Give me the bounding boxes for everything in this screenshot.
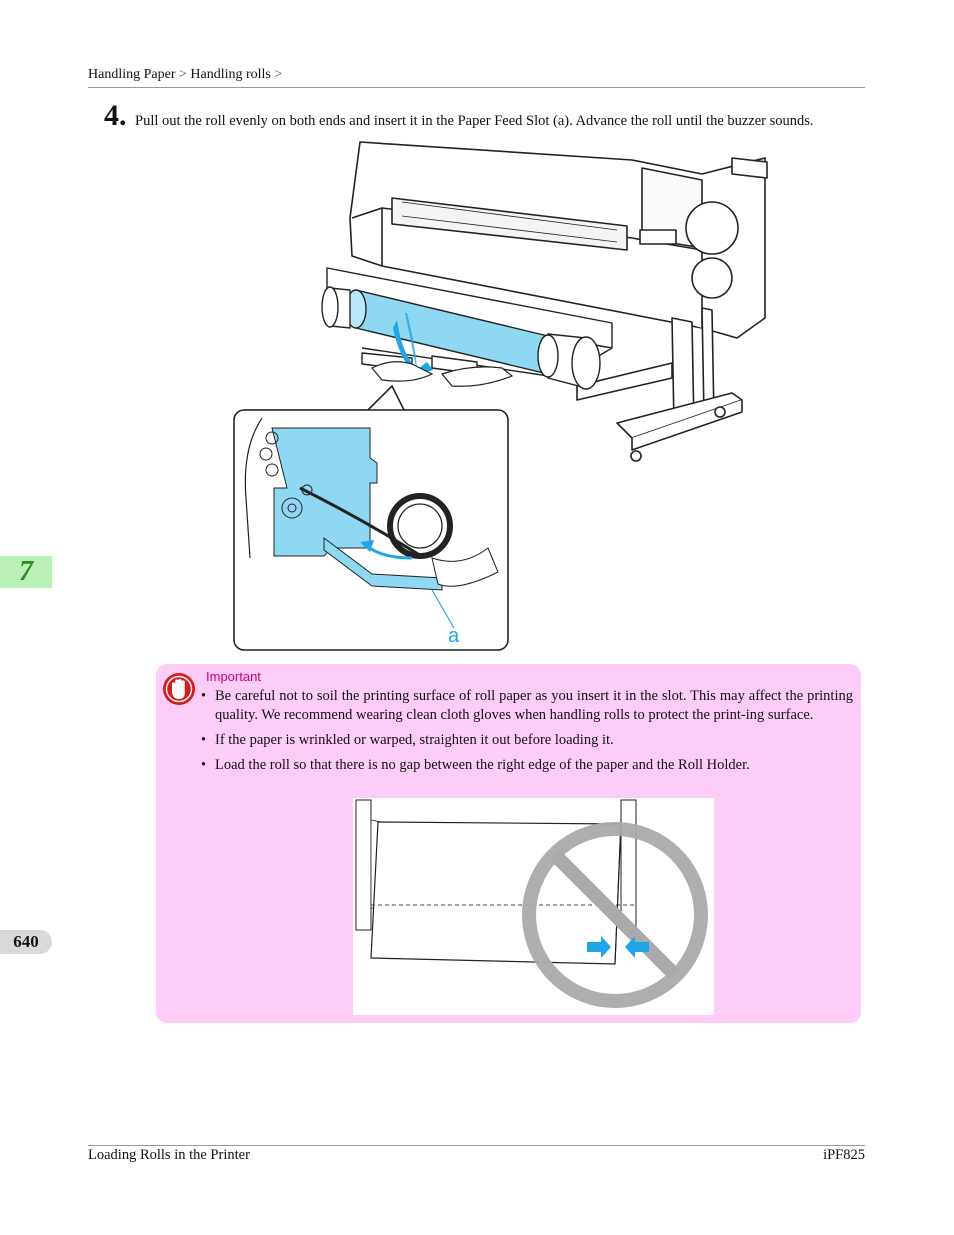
incorrect-roll-alignment-illustration xyxy=(353,798,714,1015)
paper-roll xyxy=(321,286,601,390)
hands xyxy=(371,361,514,387)
breadcrumb-item-handling-paper[interactable]: Handling Paper xyxy=(88,67,176,82)
breadcrumb: Handling Paper > Handling rolls > xyxy=(88,67,282,83)
bullet-dot: • xyxy=(201,732,207,748)
hand-stop-icon xyxy=(163,673,195,705)
printer-body xyxy=(349,141,768,339)
bullet-text: If the paper is wrinkled or warped, stra… xyxy=(215,732,614,748)
footer-divider xyxy=(88,1145,865,1146)
printer-stand xyxy=(576,307,743,462)
breadcrumb-separator: > xyxy=(178,67,187,82)
step-number: 4. xyxy=(104,99,127,132)
breadcrumb-item-handling-rolls[interactable]: Handling rolls xyxy=(190,67,271,82)
arrow-left-icon xyxy=(625,936,649,958)
chapter-tab[interactable]: 7 xyxy=(0,556,52,588)
list-item: • Be careful not to soil the printing su… xyxy=(201,687,853,725)
footer-model-name: iPF825 xyxy=(823,1147,865,1163)
footer-section-title: Loading Rolls in the Printer xyxy=(88,1147,250,1163)
chapter-number: 7 xyxy=(19,556,33,587)
feed-slot-callout-label: a xyxy=(448,625,460,647)
header-divider xyxy=(88,87,865,88)
step-instruction: Pull out the roll evenly on both ends an… xyxy=(135,113,814,129)
bullet-text: Load the roll so that there is no gap be… xyxy=(215,757,750,773)
bullet-dot: • xyxy=(201,688,207,704)
prohibited-icon xyxy=(522,822,708,1008)
page-number: 640 xyxy=(13,932,39,951)
bullet-dot: • xyxy=(201,757,207,773)
printer-roll-loading-illustration: a xyxy=(233,141,768,651)
page-number-tab: 640 xyxy=(0,930,52,954)
important-title: Important xyxy=(206,669,261,684)
important-bullet-list: • Be careful not to soil the printing su… xyxy=(201,687,853,781)
feed-slot-detail xyxy=(244,417,499,629)
breadcrumb-separator: > xyxy=(274,67,283,82)
bullet-text: Be careful not to soil the printing surf… xyxy=(215,688,853,723)
arrow-right-icon xyxy=(587,936,611,958)
list-item: • Load the roll so that there is no gap … xyxy=(201,756,853,775)
list-item: • If the paper is wrinkled or warped, st… xyxy=(201,731,853,750)
